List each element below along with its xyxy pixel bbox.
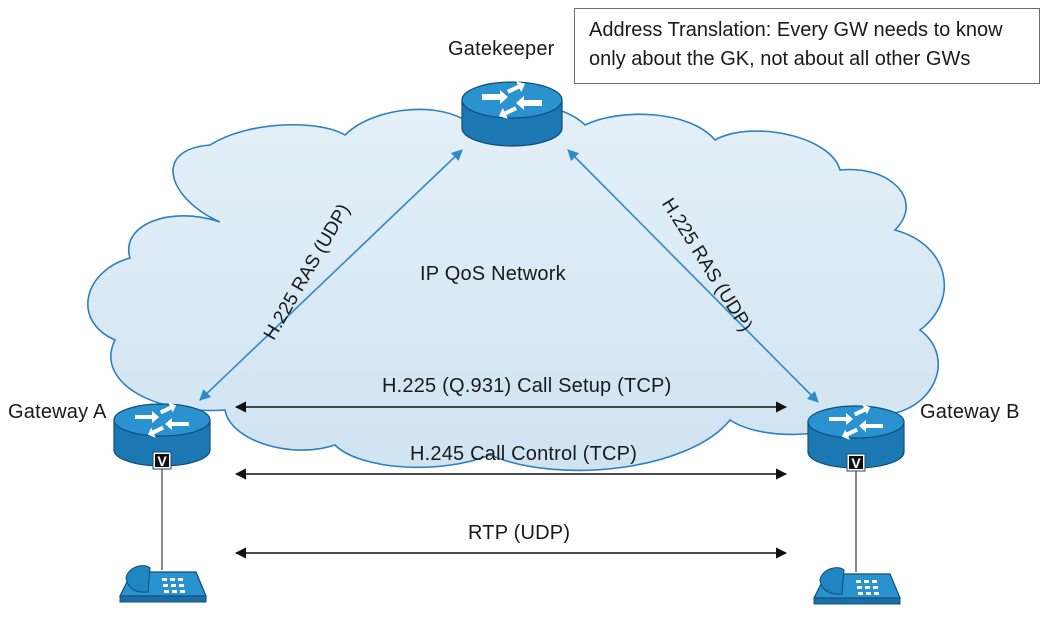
gatekeeper-label: Gatekeeper bbox=[448, 38, 555, 60]
phone-a-icon bbox=[119, 565, 207, 603]
rtp-label: RTP (UDP) bbox=[468, 522, 571, 544]
gateway-b-badge: V bbox=[851, 455, 861, 471]
gatekeeper-router-icon bbox=[461, 81, 563, 147]
gateway-b-router-icon bbox=[807, 404, 905, 472]
gateway-a-badge: V bbox=[157, 453, 167, 469]
ras-arrow-right bbox=[567, 149, 819, 403]
call-setup-label: H.225 (Q.931) Call Setup (TCP) bbox=[382, 375, 672, 397]
phone-b-icon bbox=[813, 567, 901, 605]
address-translation-note: Address Translation: Every GW needs to k… bbox=[574, 8, 1040, 84]
note-line-2: only about the GK, not about all other G… bbox=[589, 48, 971, 70]
network-label: IP QoS Network bbox=[420, 263, 566, 285]
gateway-b-label: Gateway B bbox=[920, 401, 1020, 423]
gateway-a-label: Gateway A bbox=[8, 401, 107, 423]
note-line-1: Address Translation: Every GW needs to k… bbox=[589, 19, 1003, 41]
call-control-label: H.245 Call Control (TCP) bbox=[410, 443, 638, 465]
gateway-a-router-icon bbox=[113, 402, 211, 470]
ras-arrow-left bbox=[199, 149, 463, 401]
